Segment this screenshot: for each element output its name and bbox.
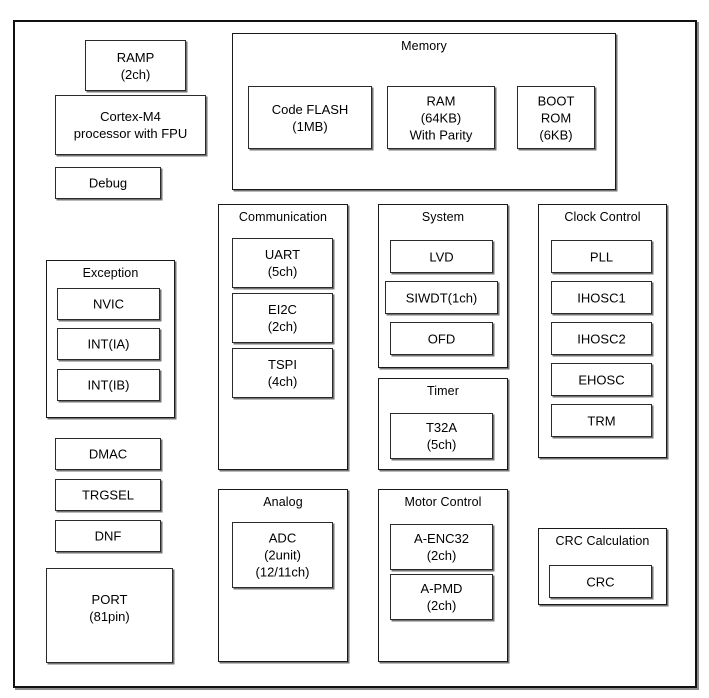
block-ihosc1-label: IHOSC1 [577,290,626,305]
block-code-flash[interactable]: Code FLASH (1MB) [248,86,372,149]
block-t32a[interactable]: T32A (5ch) [390,413,493,459]
block-ehosc-label: EHOSC [578,372,625,387]
block-ram-label: RAM (64KB) With Parity [409,93,473,142]
block-boot-rom-label: BOOT ROM (6KB) [537,93,575,142]
block-cortex-m4-label: Cortex-M4 processor with FPU [73,109,188,141]
block-trgsel-label: TRGSEL [81,487,134,503]
block-lvd-label: LVD [429,249,454,264]
group-crc-calculation-title: CRC Calculation [555,534,650,548]
block-t32a-label: T32A (5ch) [425,420,458,452]
block-pll-label: PLL [589,249,614,264]
block-nvic-label: NVIC [92,296,125,312]
block-dnf[interactable]: DNF [55,520,161,552]
block-trm-label: TRM [587,413,616,428]
group-clock-control-title: Clock Control [564,210,641,224]
block-int-ia[interactable]: INT(IA) [57,328,160,360]
block-dnf-label: DNF [94,528,122,544]
block-ramp-label: RAMP (2ch) [116,49,155,82]
block-port[interactable]: PORT (81pin) [46,568,173,663]
group-system-title: System [421,210,465,224]
block-trm[interactable]: TRM [551,404,652,437]
block-ei2c[interactable]: EI2C (2ch) [232,293,333,343]
block-int-ib[interactable]: INT(IB) [57,369,160,401]
block-code-flash-label: Code FLASH (1MB) [271,101,349,134]
block-siwdt-label: SIWDT(1ch) [405,290,478,305]
block-ihosc1[interactable]: IHOSC1 [551,281,652,314]
block-tspi-label: TSPI (4ch) [267,357,298,389]
block-nvic[interactable]: NVIC [57,288,160,320]
block-lvd[interactable]: LVD [390,240,493,273]
block-a-pmd[interactable]: A-PMD (2ch) [390,574,493,620]
group-communication-title: Communication [238,210,328,224]
group-analog-title: Analog [263,495,303,509]
block-debug[interactable]: Debug [55,167,161,199]
block-int-ib-label: INT(IB) [87,377,130,393]
block-debug-label: Debug [88,175,128,191]
block-crc[interactable]: CRC [549,565,652,598]
group-memory-title: Memory [401,39,447,53]
block-crc-label: CRC [586,574,615,589]
block-a-enc32-label: A-ENC32 (2ch) [414,531,469,563]
block-uart-label: UART (5ch) [264,247,301,279]
block-ofd-label: OFD [427,331,456,346]
block-ram[interactable]: RAM (64KB) With Parity [387,86,495,149]
block-boot-rom[interactable]: BOOT ROM (6KB) [517,86,595,149]
block-a-enc32[interactable]: A-ENC32 (2ch) [390,524,493,570]
block-ramp[interactable]: RAMP (2ch) [85,40,186,91]
block-adc[interactable]: ADC (2unit) (12/11ch) [232,522,333,588]
block-trgsel[interactable]: TRGSEL [55,479,161,511]
block-a-pmd-label: A-PMD (2ch) [420,581,463,613]
block-ehosc[interactable]: EHOSC [551,363,652,396]
block-ofd[interactable]: OFD [390,322,493,355]
block-ihosc2[interactable]: IHOSC2 [551,322,652,355]
block-uart[interactable]: UART (5ch) [232,238,333,288]
block-int-ia-label: INT(IA) [87,336,130,352]
block-tspi[interactable]: TSPI (4ch) [232,348,333,398]
block-port-label: PORT (81pin) [89,592,130,625]
block-adc-label: ADC (2unit) (12/11ch) [255,530,310,580]
block-ei2c-label: EI2C (2ch) [267,302,298,334]
block-pll[interactable]: PLL [551,240,652,273]
block-dmac[interactable]: DMAC [55,438,161,470]
block-dmac-label: DMAC [88,446,128,462]
group-timer-title: Timer [427,384,459,398]
group-exception-title: Exception [82,266,139,280]
block-ihosc2-label: IHOSC2 [577,331,626,346]
block-cortex-m4[interactable]: Cortex-M4 processor with FPU [55,95,206,155]
group-motor-control-title: Motor Control [404,495,482,509]
block-siwdt[interactable]: SIWDT(1ch) [385,281,498,314]
